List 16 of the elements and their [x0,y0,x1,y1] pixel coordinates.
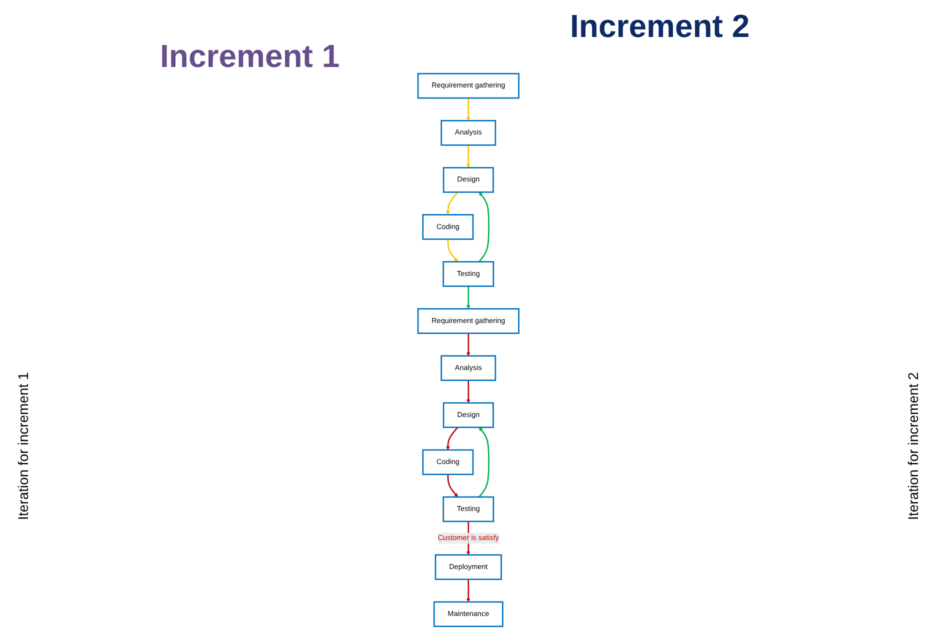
arrow [466,145,470,168]
arrow [466,98,470,121]
increment-heading: Increment 2 [570,8,750,45]
arrow [466,380,470,404]
arrow [447,474,458,498]
increment-heading: Increment 1 [160,38,340,75]
side-note: Iteration for increment 1 [15,372,31,520]
arrow [446,426,458,450]
arrow [478,192,490,262]
arrow [466,579,470,602]
arrow [466,333,470,356]
arrow [446,192,458,215]
arrow [447,239,458,262]
arrow [466,286,470,310]
side-note: Iteration for increment 2 [905,372,921,520]
arrow [478,427,490,498]
